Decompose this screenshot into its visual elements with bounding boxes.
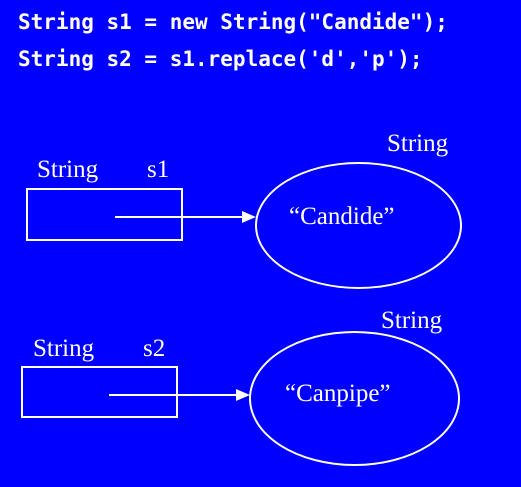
obj2-value: “Canpipe”: [285, 380, 391, 407]
ref1-type-label: String: [37, 156, 99, 183]
ref1-box: [26, 188, 183, 241]
code-line-1: String s1 = new String("Candide");: [18, 10, 448, 34]
ref2-var-label: s2: [143, 335, 166, 362]
code-line-2: String s2 = s1.replace('d','p');: [18, 47, 423, 71]
ref2-type-label: String: [33, 335, 95, 362]
obj1-value: “Candide”: [289, 203, 395, 230]
obj2-oval: [249, 331, 460, 466]
ref2-box: [21, 366, 178, 418]
obj1-type-label: String: [387, 130, 449, 157]
ref1-var-label: s1: [147, 156, 170, 183]
obj1-oval: [255, 162, 462, 289]
obj2-type-label: String: [381, 307, 443, 334]
